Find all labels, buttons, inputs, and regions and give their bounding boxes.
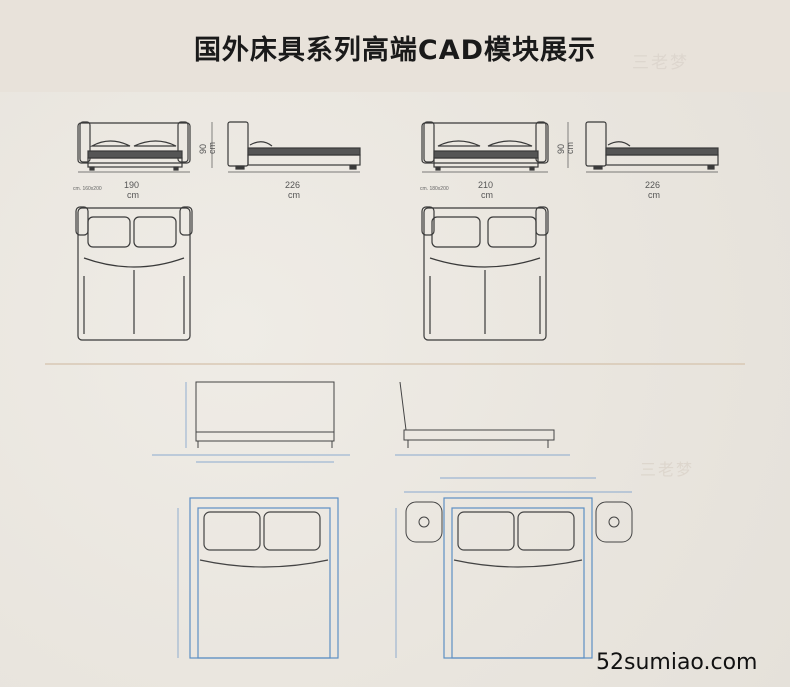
bed-plan-view-right xyxy=(421,206,549,341)
bed-front-view-right xyxy=(421,121,549,171)
watermark-top: 三老梦 xyxy=(632,53,689,73)
paper-background xyxy=(0,92,790,687)
depth-label-right: 226 xyxy=(645,180,661,190)
width-label-right: 210 xyxy=(478,180,494,190)
blueprint-plan-right-dims xyxy=(395,477,632,658)
blueprint-front-dims xyxy=(152,382,350,463)
header-bar xyxy=(0,0,790,92)
watermark-mid: 三老梦 xyxy=(640,460,695,479)
size-note-left: cm. 160x200 xyxy=(73,186,102,192)
height-unit-right: cm xyxy=(565,142,575,154)
bed-plan-view-left xyxy=(75,206,193,341)
blueprint-plan-right xyxy=(443,497,593,659)
depth-unit-right: cm xyxy=(648,190,660,200)
bed-front-view-left xyxy=(77,121,191,171)
height-unit-left: cm xyxy=(207,142,217,154)
blueprint-nightstand-left xyxy=(405,501,443,543)
blueprint-plan-left xyxy=(189,497,339,659)
blueprint-front-elevation xyxy=(195,381,335,448)
bed-side-view-left xyxy=(227,121,361,170)
size-note-right: cm. 180x200 xyxy=(420,186,449,192)
dim-lines-right xyxy=(422,122,718,173)
width-unit-right: cm xyxy=(481,190,493,200)
site-watermark: 52sumiao.com xyxy=(596,650,758,675)
depth-label-left: 226 xyxy=(285,180,301,190)
dim-lines-left xyxy=(78,122,360,173)
width-label-left: 190 xyxy=(124,180,140,190)
blueprint-side-elevation xyxy=(399,381,555,448)
width-unit-left: cm xyxy=(127,190,139,200)
cad-drawings xyxy=(45,121,745,659)
blueprint-nightstand-right xyxy=(595,501,633,543)
bed-side-view-right xyxy=(585,121,719,170)
depth-unit-left: cm xyxy=(288,190,300,200)
page-title: 国外床具系列高端CAD模块展示 xyxy=(193,35,597,66)
